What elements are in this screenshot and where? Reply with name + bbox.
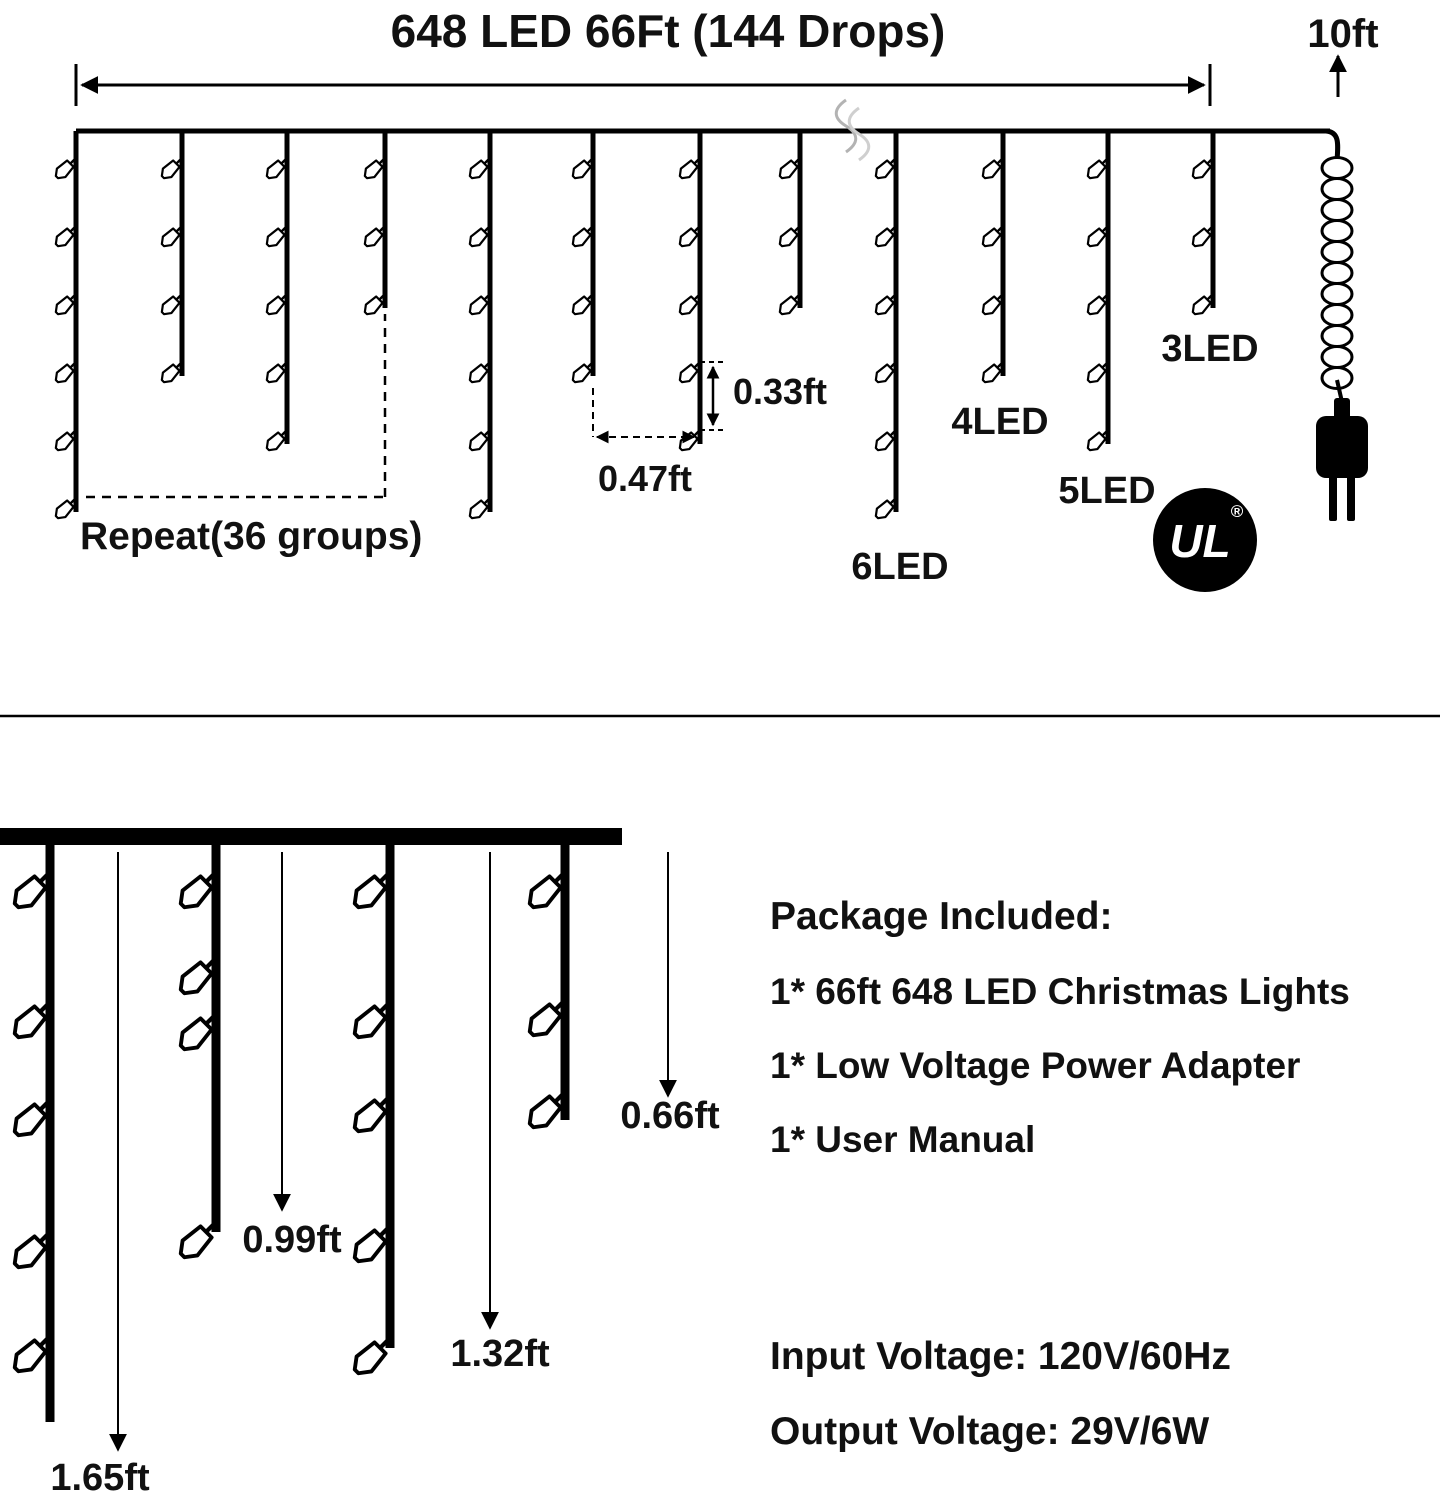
light-drop [465,131,496,523]
icicle-drops-detail: 1.65ft 0.99ft 1.32ft 0.66ft [9,836,720,1499]
drop-length-label: 0.99ft [242,1219,342,1261]
bulb-spacing-label: 0.33ft [733,371,827,412]
drop-length-dimension: 1.65ft [50,852,150,1499]
light-drop [978,131,1009,387]
drop-length-dimension: 0.66ft [620,852,720,1137]
led-count-label-5led: 5LED [1058,470,1155,512]
ul-logo-text: UL [1169,515,1230,567]
plug-icon [1316,398,1368,521]
drop-length-label: 1.65ft [50,1457,150,1499]
light-drop [871,131,902,523]
input-voltage-label: Input Voltage: 120V/60Hz [770,1335,1231,1378]
drop-length-label: 0.66ft [620,1095,720,1137]
drop-length-dimension: 1.32ft [450,852,550,1375]
repeat-label: Repeat(36 groups) [80,515,422,558]
lead-length-label: 10ft [1307,12,1378,56]
light-drop [262,131,293,455]
output-voltage-label: Output Voltage: 29V/6W [770,1410,1209,1453]
wire-break-mark [834,98,871,162]
led-count-label-4led: 4LED [951,401,1048,443]
drop-spacing-label: 0.47ft [598,458,692,499]
coil-wire [1320,156,1354,390]
package-item-adapter: 1* Low Voltage Power Adapter [770,1045,1300,1086]
drop-length-dimension: 0.99ft [242,852,342,1261]
light-drop [360,131,391,319]
light-drop [675,131,706,455]
package-heading: Package Included: [770,895,1112,938]
package-item-lights: 1* 66ft 648 LED Christmas Lights [770,971,1350,1012]
led-count-label-3led: 3LED [1161,328,1258,370]
icicle-drops [51,131,1219,523]
registered-mark: ® [1231,502,1244,521]
drop-length-label: 1.32ft [450,1333,550,1375]
light-drop-large [524,836,572,1133]
ul-logo: UL ® [1153,488,1257,592]
light-drop-large [175,836,223,1263]
bulb-spacing-dimension [700,361,726,431]
led-count-label-6led: 6LED [851,546,948,588]
package-item-manual: 1* User Manual [770,1119,1035,1160]
light-drop [1188,131,1219,319]
total-length-dimension [74,64,1212,106]
diagram-title: 648 LED 66Ft (144 Drops) [391,5,946,57]
light-drop [775,131,806,319]
light-drop [51,131,82,523]
drop-spacing-dimension [592,388,696,444]
roof-wire-bar [0,828,622,845]
light-drop-large [349,836,397,1379]
light-drop-large [9,836,57,1422]
light-drop [568,131,599,387]
repeat-group-box [86,314,387,499]
light-drop [157,131,188,387]
light-drop [1083,131,1114,455]
